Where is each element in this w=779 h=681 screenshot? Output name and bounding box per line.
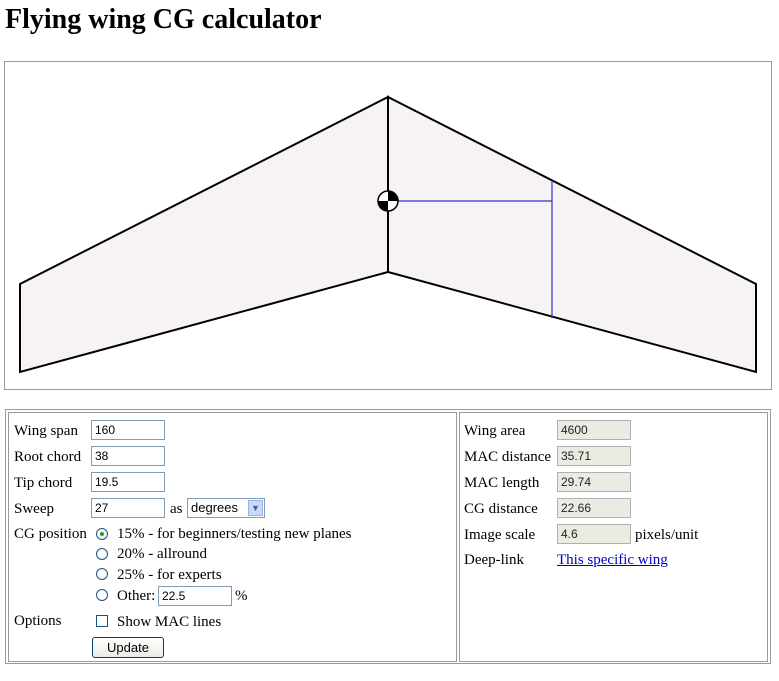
- mac-length-label: MAC length: [464, 475, 540, 491]
- tip-chord-label: Tip chord: [14, 475, 73, 491]
- cg-option-15-label: 15% - for beginners/testing new planes: [117, 526, 352, 542]
- cg-radio-15[interactable]: [96, 528, 108, 540]
- root-chord-label: Root chord: [14, 449, 82, 465]
- mac-distance-output: 35.71: [557, 446, 631, 466]
- options-label: Options: [14, 613, 62, 629]
- cg-option-20-label: 20% - allround: [117, 546, 207, 562]
- page-title: Flying wing CG calculator: [5, 4, 322, 35]
- show-mac-label: Show MAC lines: [117, 614, 222, 630]
- calculator-table: Wing span 160 Root chord 38 Tip chord 19…: [5, 409, 771, 664]
- left-wing-half: [19, 95, 389, 374]
- cg-position-label: CG position: [14, 526, 87, 542]
- sweep-label: Sweep: [14, 501, 54, 517]
- chevron-down-icon[interactable]: ▼: [248, 500, 263, 516]
- cg-option-25-label: 25% - for experts: [117, 567, 222, 583]
- mac-distance-label: MAC distance: [464, 449, 552, 465]
- deep-link-label: Deep-link: [464, 552, 524, 568]
- wing-area-output: 4600: [557, 420, 631, 440]
- sweep-unit-selected: degrees: [191, 500, 238, 515]
- sweep-as-label: as: [170, 501, 183, 517]
- sweep-input[interactable]: 27: [91, 498, 165, 518]
- wing-span-label: Wing span: [14, 423, 78, 439]
- root-chord-input[interactable]: 38: [91, 446, 165, 466]
- image-scale-label: Image scale: [464, 527, 536, 543]
- input-panel: Wing span 160 Root chord 38 Tip chord 19…: [8, 412, 457, 662]
- cg-radio-25[interactable]: [96, 568, 108, 580]
- image-scale-output: 4.6: [557, 524, 631, 544]
- wing-area-label: Wing area: [464, 423, 526, 439]
- cg-marker-icon: [377, 190, 399, 212]
- mac-length-output: 29.74: [557, 472, 631, 492]
- update-button[interactable]: Update: [92, 637, 164, 658]
- cg-distance-output: 22.66: [557, 498, 631, 518]
- wing-span-input[interactable]: 160: [91, 420, 165, 440]
- cg-option-other-label: Other:: [117, 588, 156, 604]
- deep-link[interactable]: This specific wing: [557, 552, 668, 568]
- image-scale-unit: pixels/unit: [635, 527, 699, 543]
- cg-radio-other[interactable]: [96, 589, 108, 601]
- wing-drawing: [19, 95, 757, 374]
- cg-radio-20[interactable]: [96, 548, 108, 560]
- right-wing-half: [387, 95, 757, 374]
- tip-chord-input[interactable]: 19.5: [91, 472, 165, 492]
- sweep-unit-select[interactable]: degrees ▼: [187, 498, 265, 518]
- results-panel: Wing area 4600 MAC distance 35.71 MAC le…: [459, 412, 768, 662]
- show-mac-checkbox[interactable]: [96, 615, 108, 627]
- cg-other-unit: %: [235, 588, 248, 604]
- cg-other-input[interactable]: 22.5: [158, 586, 232, 606]
- cg-distance-label: CG distance: [464, 501, 538, 517]
- wing-drawing-panel: [4, 61, 772, 390]
